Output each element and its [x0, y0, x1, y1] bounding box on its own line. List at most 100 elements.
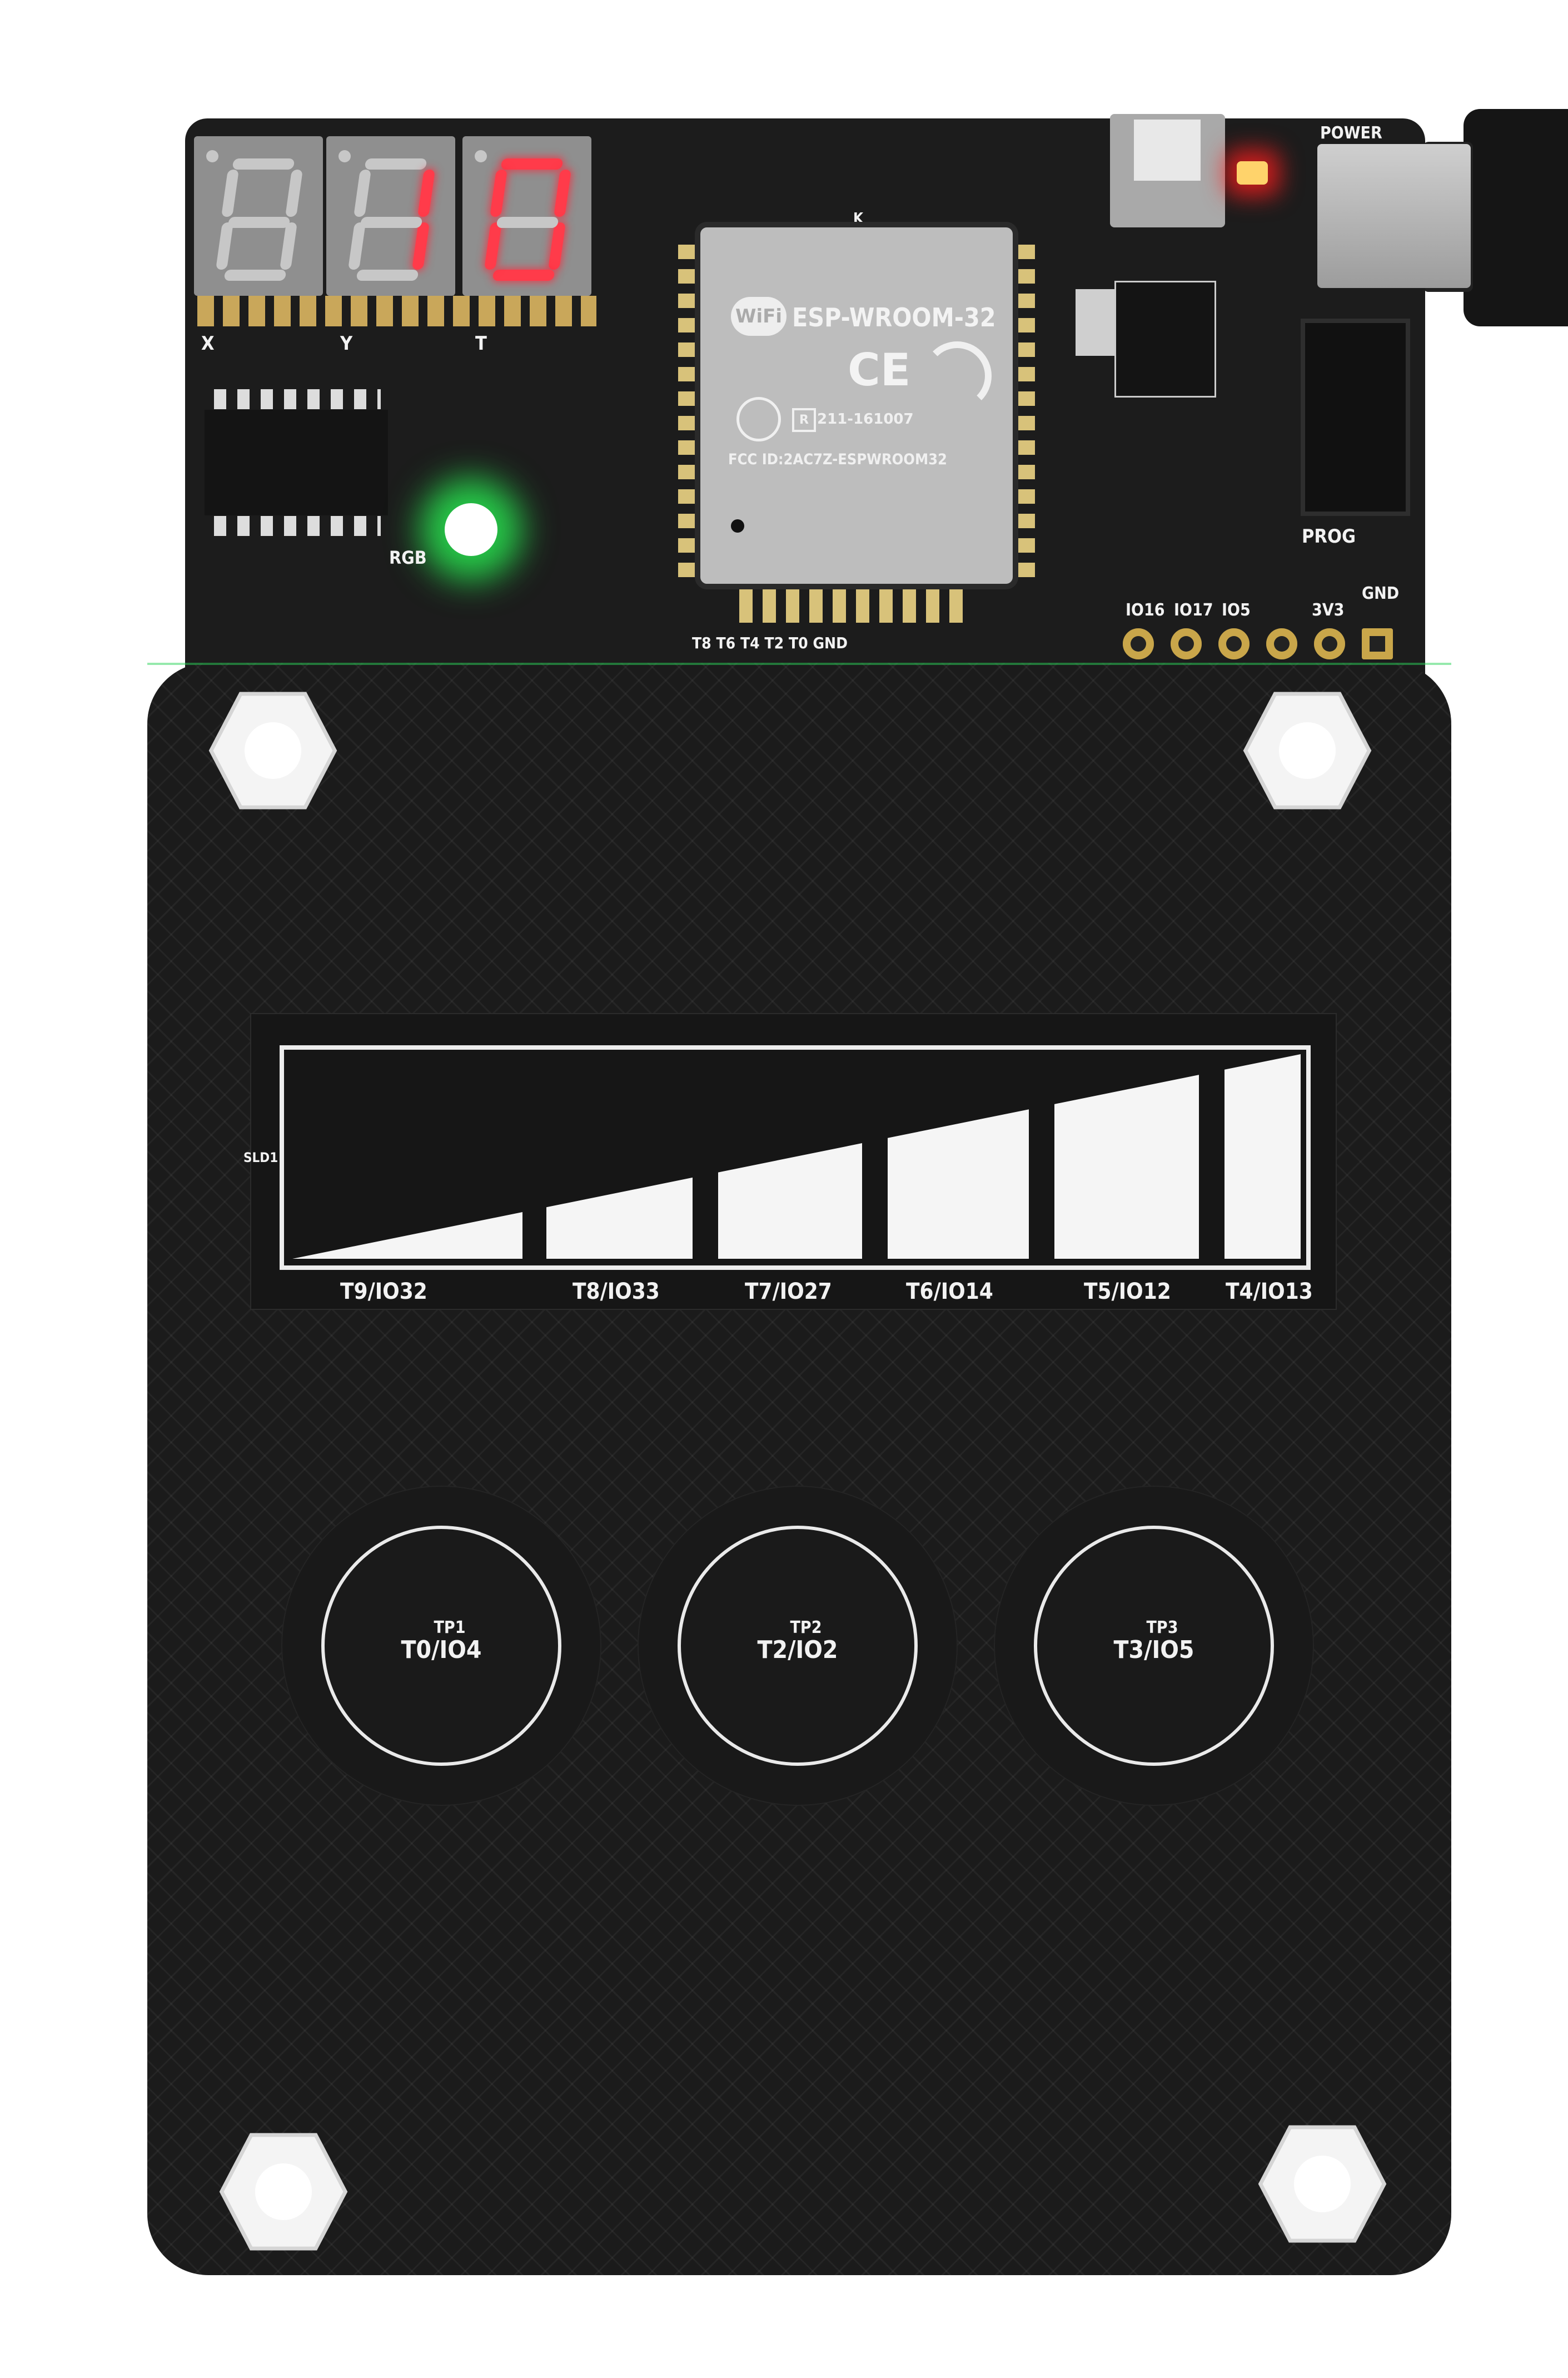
chip-pins-top	[214, 389, 381, 409]
power-led	[1237, 161, 1268, 185]
slider-pad[interactable]	[292, 1212, 522, 1259]
standoff-bottom-right	[1258, 2125, 1387, 2243]
segment-c	[548, 222, 566, 270]
segment-e	[216, 222, 233, 270]
seven-segment-digit	[194, 136, 323, 296]
segment-b	[417, 170, 435, 217]
display-label-x: X	[201, 332, 215, 355]
touch-button-name: TP1	[434, 1618, 466, 1637]
fcc-id: FCC ID:2AC7Z-ESPWROOM32	[728, 451, 947, 468]
header-label-3v3: 3V3	[1312, 600, 1345, 620]
module-pins-left	[678, 245, 695, 578]
esp-wroom-32-module: WiFi ESP-WROOM-32 CE R 211-161007 FCC ID…	[700, 227, 1013, 584]
standoff-bottom-left	[219, 2133, 348, 2251]
segment-d	[356, 270, 419, 281]
segment-c	[280, 222, 297, 270]
module-name: ESP-WROOM-32	[792, 302, 996, 332]
prog-label: PROG	[1302, 525, 1356, 548]
slider-pad[interactable]	[1224, 1054, 1301, 1259]
decimal-point	[475, 150, 487, 162]
micro-usb-port[interactable]	[1317, 144, 1471, 288]
header-pin[interactable]	[1218, 628, 1250, 659]
segment-f	[490, 170, 507, 217]
header-label-io17: IO17	[1174, 600, 1213, 620]
header-label-gnd: GND	[1362, 584, 1400, 603]
slider-pad-label: T7/IO27	[745, 1279, 832, 1304]
segment-d	[492, 270, 555, 281]
header-pin[interactable]	[1171, 628, 1202, 659]
header-pin-square[interactable]	[1362, 628, 1393, 659]
segment-e	[484, 222, 502, 270]
telec-mark-icon	[736, 397, 781, 441]
power-switch-knob[interactable]	[1134, 120, 1201, 181]
header-label-io16: IO16	[1126, 600, 1165, 620]
segment-f	[354, 170, 371, 217]
regulator-tab	[1076, 289, 1114, 356]
slider-pad-label: T4/IO13	[1226, 1279, 1313, 1304]
slider-graphic	[280, 1045, 1311, 1270]
segment-d	[223, 270, 287, 281]
slider-pad-label: T9/IO32	[340, 1279, 427, 1304]
segment-a	[364, 158, 427, 170]
chip-pins-bottom	[214, 516, 381, 536]
slider-pad-label: T6/IO14	[906, 1279, 993, 1304]
standoff-top-right	[1243, 692, 1372, 810]
ce-mark: CE	[848, 344, 911, 396]
shift-register-chip	[205, 410, 388, 515]
slider-pad-label: T8/IO33	[573, 1279, 660, 1304]
header-pin[interactable]	[1314, 628, 1345, 659]
segment-g	[496, 217, 559, 228]
slider-pad[interactable]	[1054, 1075, 1199, 1259]
touch-button-name: TP3	[1146, 1618, 1178, 1637]
registered-icon: R	[792, 408, 816, 432]
cert-number: 211-161007	[817, 411, 914, 428]
header-pin[interactable]	[1266, 628, 1297, 659]
touch-pin-labels: T8 T6 T4 T2 T0 GND	[692, 634, 848, 652]
slider-pad[interactable]	[546, 1177, 693, 1259]
touch-button-name: TP2	[790, 1618, 822, 1637]
rgb-label: RGB	[389, 547, 427, 568]
touch-button-pin: T2/IO2	[757, 1636, 838, 1664]
slider-label: SLD1	[243, 1150, 278, 1165]
voltage-regulator	[1114, 281, 1216, 398]
display-label-t: T	[475, 332, 487, 355]
segment-g	[227, 217, 291, 228]
slider-outline	[280, 1045, 1311, 1270]
espressif-logo-icon	[923, 341, 992, 410]
module-pins-bottom	[739, 589, 973, 623]
seven-segment-digit	[462, 136, 591, 296]
module-pins-right	[1018, 245, 1035, 578]
touch-slider[interactable]	[250, 1013, 1337, 1310]
slider-pad[interactable]	[718, 1143, 862, 1259]
usb-cable	[1464, 109, 1568, 326]
touch-pad-board	[147, 663, 1451, 2275]
touch-button-pin: T3/IO5	[1113, 1636, 1194, 1664]
segment-e	[348, 222, 366, 270]
segment-b	[554, 170, 571, 217]
segment-c	[412, 222, 430, 270]
green-glow-edge	[147, 663, 1451, 665]
segment-f	[221, 170, 239, 217]
power-label: POWER	[1320, 123, 1382, 143]
k-label: K	[853, 210, 864, 227]
rgb-led	[445, 503, 497, 556]
wifi-logo: WiFi	[731, 297, 787, 336]
header-label-io5: IO5	[1222, 600, 1251, 620]
header-pin[interactable]	[1123, 628, 1154, 659]
segment-b	[285, 170, 303, 217]
slider-pad[interactable]	[888, 1109, 1029, 1259]
display-pins	[197, 296, 596, 326]
display-label-y: Y	[340, 332, 353, 355]
touch-button-pin: T0/IO4	[401, 1636, 482, 1664]
standoff-top-left	[208, 692, 337, 810]
prog-header[interactable]	[1301, 319, 1410, 516]
segment-a	[500, 158, 564, 170]
pin1-marker	[731, 519, 744, 533]
seven-segment-digit	[326, 136, 455, 296]
decimal-point	[206, 150, 218, 162]
segment-g	[360, 217, 423, 228]
decimal-point	[339, 150, 351, 162]
